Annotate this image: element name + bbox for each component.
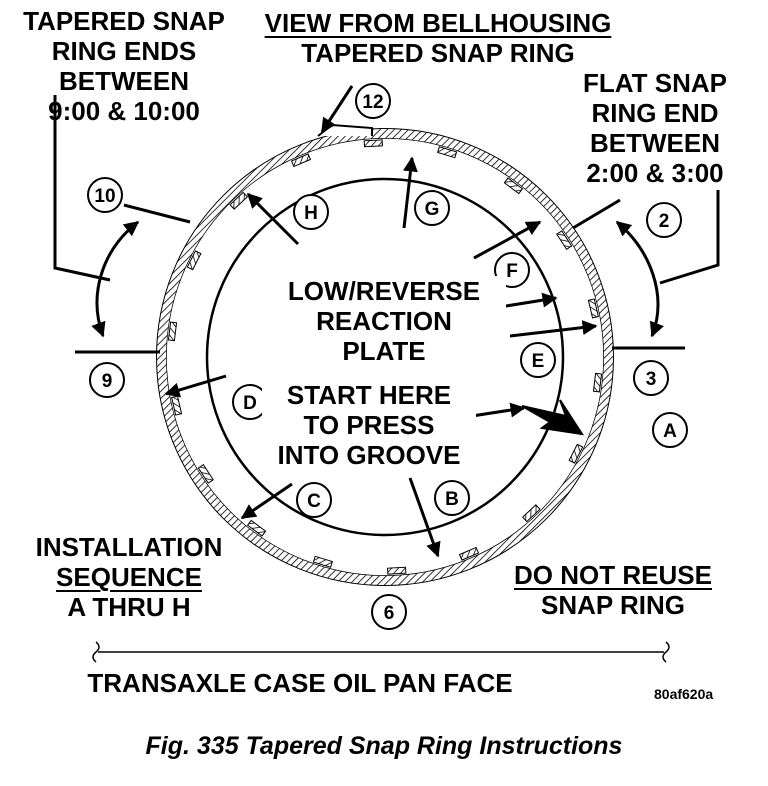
snap-ring-segment [246, 519, 267, 537]
reaction-plate-label: LOW/REVERSE REACTION PLATE [262, 276, 506, 366]
title-line1: VIEW FROM BELLHOUSING [264, 8, 612, 38]
do-not-reuse-note: DO NOT REUSE SNAP RING [500, 560, 726, 620]
clock-3-label: 3 [646, 369, 657, 390]
clock-12-label: 12 [362, 92, 383, 113]
snap-ring-segment [458, 546, 480, 561]
tapered-note-line3: BETWEEN [59, 66, 189, 96]
range-arrow-2-3 [615, 220, 664, 338]
figure-code: 80af620a [654, 686, 714, 702]
flat-note-line4: 2:00 & 3:00 [586, 158, 724, 188]
installation-line1: INSTALLATION [35, 532, 223, 562]
snap-ring-segment [556, 230, 573, 250]
sequence-e-label: E [532, 351, 545, 372]
snap-ring-segment [568, 443, 584, 464]
tapered-note-line4: 9:00 & 10:00 [48, 96, 200, 126]
sequence-h-label: H [304, 203, 318, 224]
flat-note-line2: RING END [591, 98, 719, 128]
sequence-f-label: F [506, 261, 518, 282]
flat-note-line1: FLAT SNAP [583, 68, 727, 98]
snap-ring-segments [167, 139, 603, 575]
sequence-a-label: A [663, 421, 677, 442]
tapered-ring-ends-note: TAPERED SNAP RING ENDS BETWEEN 9:00 & 10… [4, 6, 244, 126]
reaction-plate-line1: LOW/REVERSE [287, 276, 481, 306]
sequence-g-label: G [425, 199, 440, 220]
snap-ring-segment [290, 153, 312, 168]
start-here-line2: TO PRESS [303, 410, 435, 440]
snap-ring-segment [312, 555, 334, 568]
snap-ring-segment [186, 250, 202, 271]
figure-caption: Fig. 335 Tapered Snap Ring Instructions [145, 732, 623, 760]
start-here-line3: INTO GROOVE [277, 440, 461, 470]
installation-sequence-note: INSTALLATION SEQUENCE A THRU H [22, 532, 236, 622]
flat-note-line3: BETWEEN [590, 128, 720, 158]
reaction-plate-line2: REACTION [316, 306, 452, 336]
oil-pan-face-text: TRANSAXLE CASE OIL PAN FACE [87, 668, 513, 698]
snap-ring-segment [587, 298, 599, 319]
clock-marker-labels: 12 10 9 6 3 2 [94, 92, 669, 624]
oil-pan-face-dimension [92, 641, 670, 663]
snap-ring-segment [363, 139, 383, 148]
clock-markers [87, 83, 682, 630]
sequence-markers [232, 190, 688, 518]
snap-ring-segment [521, 504, 541, 523]
diagram-title: VIEW FROM BELLHOUSING TAPERED SNAP RING [250, 8, 626, 68]
installation-line2: SEQUENCE [56, 562, 202, 592]
clock-2-label: 2 [659, 211, 670, 232]
do-not-reuse-line1: DO NOT REUSE [514, 560, 712, 590]
clock-9-label: 9 [102, 371, 113, 392]
oil-pan-face-label: TRANSAXLE CASE OIL PAN FACE [60, 668, 540, 698]
installation-line3: A THRU H [67, 592, 191, 622]
tapered-note-line1: TAPERED SNAP [23, 6, 225, 36]
start-here-label: START HERE TO PRESS INTO GROOVE [262, 380, 476, 470]
title-line2: TAPERED SNAP RING [301, 38, 575, 68]
case-bore-ring [156, 128, 614, 586]
sequence-b-label: B [445, 489, 459, 510]
snap-ring-segment [229, 191, 249, 210]
snap-ring-segment [436, 146, 458, 159]
sequence-labels: A B C D E F G H [243, 199, 677, 512]
snap-ring-segment [592, 372, 603, 393]
snap-ring-segment [167, 321, 178, 342]
reaction-plate-circle [205, 177, 565, 537]
clock-10-label: 10 [94, 186, 115, 207]
start-here-arrow [521, 399, 585, 436]
snap-ring-segment [387, 566, 407, 575]
sequence-c-label: C [307, 491, 321, 512]
reaction-plate-line3: PLATE [342, 336, 426, 366]
snap-ring-segment [197, 464, 214, 484]
snap-ring-segment [503, 177, 524, 195]
tapered-note-line2: RING ENDS [51, 36, 197, 66]
sequence-d-label: D [243, 393, 257, 414]
do-not-reuse-line2: SNAP RING [541, 590, 685, 620]
range-arrow-9-10 [91, 220, 140, 338]
clock-6-label: 6 [384, 603, 395, 624]
flat-ring-end-note: FLAT SNAP RING END BETWEEN 2:00 & 3:00 [560, 68, 750, 188]
start-here-line1: START HERE [286, 380, 452, 410]
